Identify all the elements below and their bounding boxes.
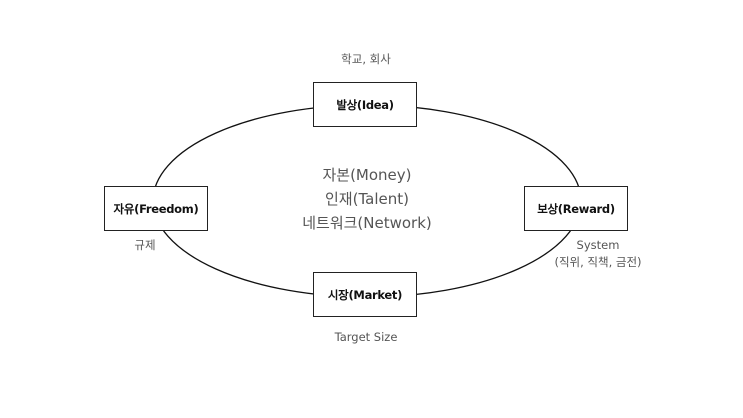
center-network: 네트워크(Network) bbox=[302, 214, 432, 232]
node-freedom: 자유(Freedom) bbox=[104, 186, 208, 231]
note-market: Target Size bbox=[334, 330, 398, 344]
node-freedom-label: 자유(Freedom) bbox=[113, 201, 199, 216]
node-idea: 발상(Idea) bbox=[313, 82, 417, 127]
note-reward-line1: System bbox=[576, 238, 620, 252]
note-reward: System (직위, 직책, 금전) bbox=[554, 237, 641, 271]
node-market: 시장(Market) bbox=[313, 272, 417, 317]
node-reward: 보상(Reward) bbox=[524, 186, 628, 231]
center-money: 자본(Money) bbox=[322, 166, 412, 184]
note-reward-line2: (직위, 직책, 금전) bbox=[554, 255, 642, 269]
node-reward-label: 보상(Reward) bbox=[537, 201, 615, 216]
node-idea-label: 발상(Idea) bbox=[336, 97, 394, 112]
center-talent: 인재(Talent) bbox=[325, 190, 409, 208]
note-freedom: 규제 bbox=[134, 238, 156, 252]
center-resources: 자본(Money) 인재(Talent) 네트워크(Network) bbox=[302, 163, 432, 235]
note-idea: 학교, 회사 bbox=[341, 52, 391, 66]
node-market-label: 시장(Market) bbox=[327, 287, 403, 302]
